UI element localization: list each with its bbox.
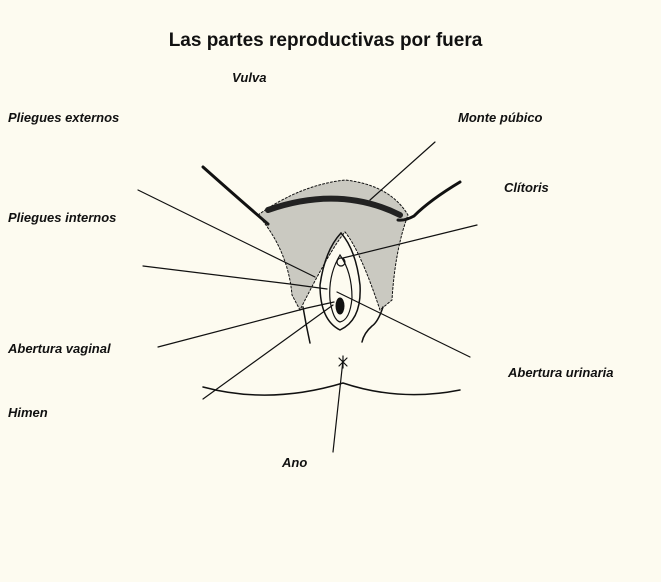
right-inner-leg [361, 306, 384, 343]
inner-labia [329, 253, 353, 323]
label-inner-folds: Pliegues internos [8, 210, 117, 225]
vaginal-opening-shape [335, 297, 345, 315]
label-mons-pubis: Monte púbico [458, 110, 543, 125]
label-clitoris: Clítoris [504, 180, 549, 195]
label-anus: Ano [282, 455, 308, 470]
left-inner-leg [302, 306, 311, 344]
label-outer-folds: Pliegues externos [8, 110, 120, 125]
label-vulva: Vulva [232, 70, 267, 85]
outer-labia [319, 231, 361, 331]
leader-line-hymen [202, 304, 334, 400]
leader-line-urinary-opening [336, 291, 471, 358]
pubic-hair-band [265, 195, 403, 218]
left-thigh-outline [201, 165, 270, 226]
label-vaginal-opening: Abertura vaginal [8, 341, 111, 356]
buttocks-outline [202, 382, 461, 396]
label-urinary-opening: Abertura urinaria [508, 365, 614, 380]
leader-line-mons-pubis [369, 141, 436, 201]
leader-line-clitoris [342, 224, 478, 259]
label-hymen: Himen [8, 405, 48, 420]
right-thigh-outline [396, 180, 462, 222]
diagram-title: Las partes reproductivas por fuera [168, 30, 483, 51]
leader-lines [137, 141, 478, 453]
leader-line-vaginal-opening [157, 301, 335, 348]
leader-line-inner-folds [142, 265, 328, 290]
clitoris-shape [336, 257, 346, 267]
leader-line-anus [332, 359, 344, 453]
leader-line-outer-folds [137, 189, 316, 278]
